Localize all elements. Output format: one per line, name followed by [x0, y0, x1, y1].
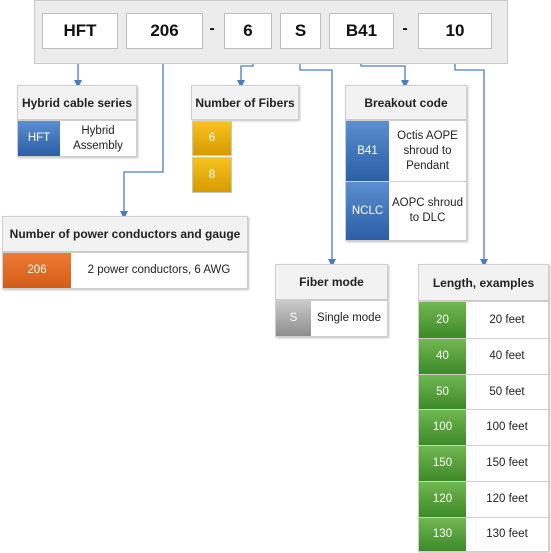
power-title: Number of power conductors and gauge	[2, 216, 248, 252]
breakout-code: NCLC	[346, 181, 389, 240]
hybrid-series-title: Hybrid cable series	[17, 85, 137, 120]
fibers-title: Number of Fibers	[191, 85, 299, 120]
hybrid-code: HFT	[18, 121, 60, 156]
breakout-desc: AOPC shroud to DLC	[389, 181, 466, 240]
part-dash: -	[209, 20, 215, 37]
hybrid-series-row: HFT Hybrid Assembly	[17, 120, 137, 157]
fiber-mode-title: Fiber mode	[275, 264, 388, 300]
part-segment-length: 10	[418, 13, 492, 49]
length-code: 20	[419, 302, 466, 338]
fiber-mode-desc: Single mode	[311, 301, 387, 336]
length-desc: 120 feet	[466, 481, 548, 517]
breakout-table: B41 Octis AOPE shroud to Pendant NCLC AO…	[345, 120, 467, 241]
power-code: 206	[3, 253, 71, 288]
fiber-mode-code: S	[276, 301, 311, 336]
length-code: 40	[419, 338, 466, 374]
length-code: 130	[419, 517, 466, 551]
length-code: 50	[419, 374, 466, 409]
breakout-code: B41	[346, 121, 389, 181]
part-dash: -	[402, 20, 408, 37]
breakout-title: Breakout code	[345, 85, 467, 120]
power-desc: 2 power conductors, 6 AWG	[71, 253, 247, 288]
length-table: 20 20 feet 40 40 feet 50 50 feet 100 100…	[418, 301, 549, 552]
length-code: 100	[419, 409, 466, 445]
power-row: 206 2 power conductors, 6 AWG	[2, 252, 248, 289]
length-title: Length, examples	[418, 264, 549, 301]
part-segment-breakout: B41	[329, 13, 394, 49]
length-desc: 20 feet	[466, 302, 548, 338]
connector-s	[299, 50, 336, 267]
fiber-mode-row: S Single mode	[275, 300, 388, 337]
length-desc: 40 feet	[466, 338, 548, 374]
length-desc: 130 feet	[466, 517, 548, 551]
part-segment-power: 206	[126, 13, 203, 49]
length-code: 150	[419, 445, 466, 481]
length-desc: 150 feet	[466, 445, 548, 481]
length-code: 120	[419, 481, 466, 517]
fibers-option: 6	[192, 121, 232, 156]
part-segment-series: HFT	[42, 13, 118, 49]
length-desc: 50 feet	[466, 374, 548, 409]
breakout-desc: Octis AOPE shroud to Pendant	[389, 121, 466, 181]
part-segment-fibers: 6	[224, 13, 272, 49]
fibers-option: 8	[192, 157, 232, 193]
hybrid-desc: Hybrid Assembly	[60, 121, 136, 156]
part-segment-mode: S	[280, 13, 321, 49]
length-desc: 100 feet	[466, 409, 548, 445]
connector-206	[120, 50, 164, 219]
